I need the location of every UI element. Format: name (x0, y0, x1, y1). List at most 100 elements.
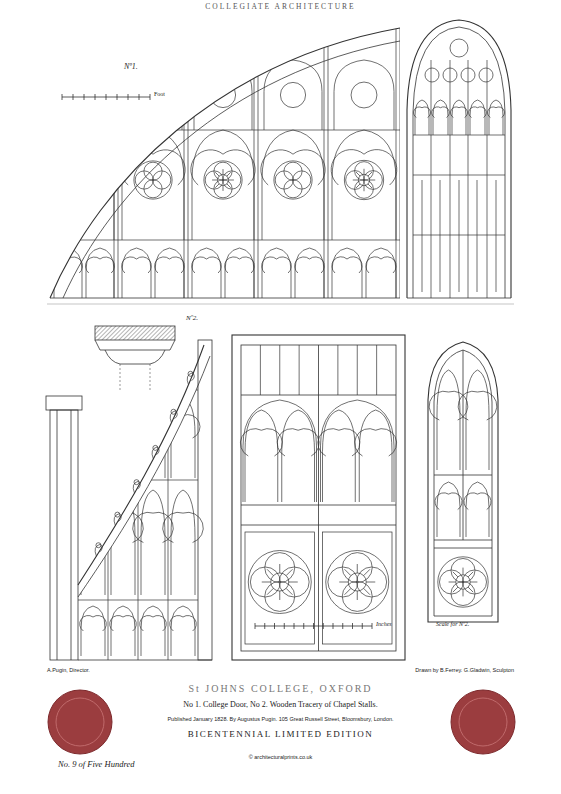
wax-seal (48, 690, 112, 754)
quatrefoil-ring (248, 551, 311, 614)
glazing-bar (459, 180, 460, 292)
quatrefoil-lobe (250, 567, 280, 597)
transom (328, 240, 400, 241)
quatrefoil-lobe (135, 171, 153, 189)
rosette-petal (368, 184, 372, 188)
edition-note: BICENTENNIAL LIMITED EDITION (100, 729, 461, 739)
quatrefoil-lobe (439, 570, 463, 594)
rosette-petal (357, 564, 358, 573)
cusp (464, 493, 491, 510)
rosette-petal (215, 172, 219, 176)
cusp (318, 429, 360, 456)
scale-tick (313, 623, 314, 629)
cusp (53, 257, 82, 273)
transom (50, 240, 118, 241)
pointed-arch (81, 398, 105, 478)
cusp (458, 391, 497, 420)
pointed-arch (194, 60, 252, 130)
scale-tick (342, 623, 343, 629)
pointed-arch (245, 410, 278, 502)
cusp (170, 616, 197, 631)
pointed-arch (124, 60, 182, 130)
glazing-bar (422, 180, 423, 292)
post-moulding (71, 410, 72, 660)
copyright-note: © architecturalprints.co.uk (100, 754, 461, 760)
pointed-arch (54, 248, 82, 298)
rail (241, 505, 396, 506)
rail (241, 395, 396, 396)
quatrefoil-lobe (67, 171, 85, 189)
rosette-petal (453, 572, 458, 577)
rosette-petal (73, 180, 78, 181)
rosette-petal (76, 184, 80, 188)
rosette-petal (364, 569, 370, 575)
cusp (225, 257, 255, 273)
quatrefoil-ring (65, 161, 102, 198)
rosette-petal (463, 589, 464, 596)
pointed-arch (334, 60, 394, 130)
pointed-arch (452, 100, 466, 135)
publication-note: Published January 1828. By Augustus Pugi… (100, 716, 461, 722)
pointed-arch (332, 130, 396, 240)
stair-rail (78, 356, 210, 597)
sill-line (407, 298, 511, 299)
glazing-bar (357, 345, 358, 395)
rosette-petal (267, 588, 273, 594)
rosette-petal (286, 588, 292, 594)
window-frame (407, 20, 511, 298)
rosette-petal (453, 587, 458, 592)
glazing-bar (496, 180, 497, 292)
cusp (52, 150, 115, 185)
rosette-petal (227, 184, 231, 188)
scale-tick (95, 94, 96, 100)
scale-tick (303, 623, 304, 629)
glazing-bar (477, 180, 478, 292)
mullion (463, 350, 464, 540)
pointed-arch (81, 490, 105, 595)
edition-number: No. 9 of Five Hundred (58, 760, 134, 770)
pointed-arch (359, 410, 392, 502)
cusp (163, 512, 204, 542)
mullion (468, 60, 469, 298)
rosette-petal (339, 582, 348, 583)
mullion (168, 340, 169, 660)
rosette-petal (370, 180, 376, 181)
pointed-arch (262, 248, 291, 298)
pointed-arch (433, 100, 448, 135)
rosette-petal (357, 591, 358, 600)
scale-tick (323, 623, 324, 629)
mullion (400, 20, 401, 298)
scale-tick (62, 94, 63, 100)
scale-tick (73, 94, 74, 100)
rosette-petal (84, 169, 85, 174)
scale-tick (294, 623, 295, 629)
crocket (96, 543, 101, 548)
pointed-arch (155, 248, 184, 298)
rosette-petal (223, 185, 224, 190)
cusp (80, 616, 107, 631)
cusp (262, 257, 292, 273)
wax-seal (56, 698, 104, 746)
tracery-circle (140, 82, 165, 107)
figure-number: Nº2. (186, 314, 198, 322)
cusp (73, 512, 114, 542)
scale-label: Inches (376, 621, 392, 628)
arch-curve (50, 28, 400, 298)
glazing-bar (376, 345, 377, 395)
rosette-petal (286, 569, 292, 575)
tracery-circle (210, 82, 235, 107)
pointed-arch (141, 606, 165, 656)
mullion (431, 60, 432, 298)
pointed-arch (141, 398, 165, 478)
rosette (218, 175, 229, 186)
rosette-petal (76, 172, 80, 176)
cusp (140, 616, 167, 631)
pointed-arch (171, 606, 195, 656)
pointed-arch (86, 248, 114, 298)
quatrefoil-ring (326, 551, 389, 614)
pointed-arch (171, 398, 195, 478)
quatrefoil-ring (438, 557, 488, 607)
tracery-circle (479, 68, 493, 82)
rosette-petal (223, 169, 224, 174)
rosette-petal (84, 185, 85, 190)
